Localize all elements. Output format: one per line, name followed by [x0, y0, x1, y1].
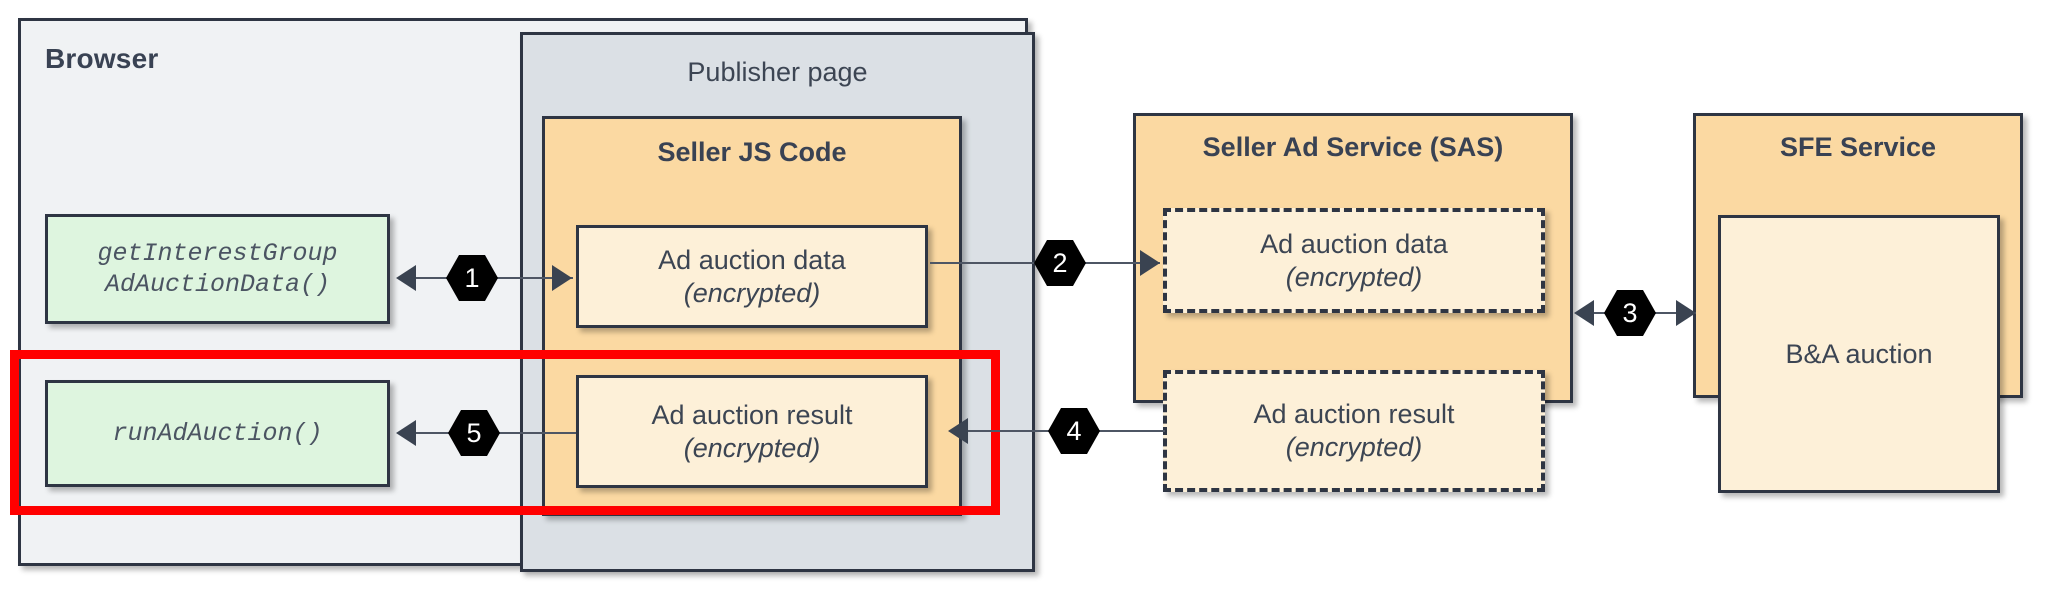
- connector-1-arrow-right: [552, 265, 572, 291]
- connector-5-arrow-left: [396, 420, 416, 446]
- sas-ad-auction-result-text: Ad auction result (encrypted): [1253, 399, 1455, 462]
- publisher-page-label: Publisher page: [687, 57, 868, 87]
- seller-js-code-label: Seller JS Code: [657, 137, 847, 167]
- sas-ad-auction-result-box: Ad auction result (encrypted): [1163, 370, 1545, 492]
- seller-js-ad-auction-data-text: Ad auction data (encrypted): [658, 244, 846, 308]
- run-ad-auction-label: runAdAuction(): [112, 418, 323, 448]
- sfe-service-label: SFE Service: [1779, 132, 1937, 162]
- run-ad-auction-box: runAdAuction(): [45, 380, 390, 487]
- bna-auction-box: B&A auction: [1718, 215, 2000, 493]
- seller-js-ad-auction-result-box: Ad auction result (encrypted): [576, 375, 928, 488]
- connector-4-arrow-left: [948, 418, 968, 444]
- get-interest-group-ad-auction-data-box: getInterestGroup AdAuctionData(): [45, 214, 390, 324]
- connector-3-arrow-right: [1676, 300, 1696, 326]
- step-badge-2: 2: [1034, 240, 1086, 286]
- sas-ad-auction-data-text: Ad auction data (encrypted): [1260, 228, 1448, 292]
- bna-auction-label: B&A auction: [1785, 338, 1933, 369]
- sas-ad-auction-data-box: Ad auction data (encrypted): [1163, 208, 1545, 313]
- highlight-region: [10, 350, 1000, 515]
- seller-js-ad-auction-data-box: Ad auction data (encrypted): [576, 225, 928, 328]
- step-badge-4: 4: [1048, 408, 1100, 454]
- seller-ad-service-label: Seller Ad Service (SAS): [1202, 132, 1504, 162]
- connector-3-arrow-left: [1574, 300, 1594, 326]
- connector-1-arrow-left: [396, 265, 416, 291]
- browser-label: Browser: [45, 43, 159, 74]
- step-badge-3: 3: [1604, 290, 1656, 336]
- connector-2-arrow-right: [1140, 250, 1160, 276]
- get-interest-group-ad-auction-data-label: getInterestGroup AdAuctionData(): [97, 238, 338, 299]
- seller-js-ad-auction-result-text: Ad auction result (encrypted): [651, 399, 853, 463]
